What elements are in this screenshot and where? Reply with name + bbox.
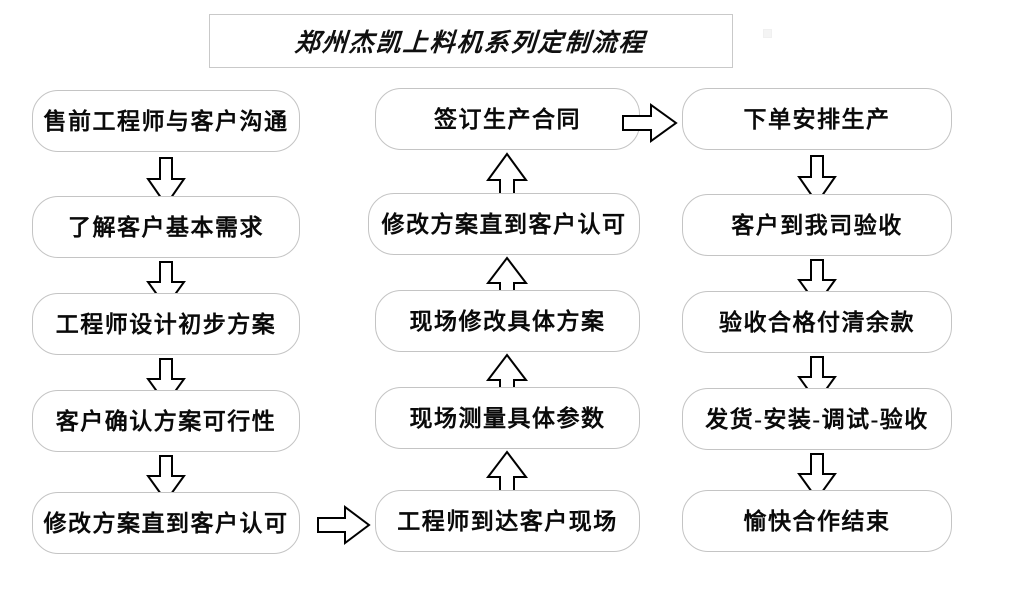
arrow-down-icon [140,455,192,503]
node-ship-install-debug-accept[interactable]: 发货-安装-调试-验收 [682,388,952,450]
node-sign-contract[interactable]: 签订生产合同 [375,88,640,150]
node-label: 客户到我司验收 [731,212,903,238]
node-customer-acceptance-at-factory[interactable]: 客户到我司验收 [682,194,952,256]
node-label: 签订生产合同 [434,106,581,132]
node-label: 客户确认方案可行性 [55,408,277,434]
node-label: 了解客户基本需求 [68,214,264,240]
node-label: 现场测量具体参数 [409,405,606,431]
node-label: 现场修改具体方案 [409,308,606,334]
node-label: 验收合格付清余款 [719,309,915,335]
node-understand-needs[interactable]: 了解客户基本需求 [32,196,300,258]
node-pay-balance[interactable]: 验收合格付清余款 [682,291,952,353]
arrow-down-icon [140,157,192,207]
node-label: 愉快合作结束 [743,508,891,534]
node-revise-until-approved-middle[interactable]: 修改方案直到客户认可 [368,193,640,255]
chart-title-box: 郑州杰凯上料机系列定制流程 [209,14,733,68]
node-label: 发货-安装-调试-验收 [705,406,929,432]
node-label: 修改方案直到客户认可 [381,211,627,237]
node-onsite-revise-plan[interactable]: 现场修改具体方案 [375,290,640,352]
arrow-down-icon [791,155,843,205]
node-place-order-production[interactable]: 下单安排生产 [682,88,952,150]
arrow-right-icon [622,103,680,143]
node-label: 售前工程师与客户沟通 [43,108,289,134]
stray-mark [763,29,772,38]
node-label: 工程师设计初步方案 [55,311,277,337]
node-confirm-feasibility[interactable]: 客户确认方案可行性 [32,390,300,452]
node-label: 下单安排生产 [743,106,891,132]
node-revise-until-approved-left[interactable]: 修改方案直到客户认可 [32,492,300,554]
node-design-initial-plan[interactable]: 工程师设计初步方案 [32,293,300,355]
node-engineer-arrives-onsite[interactable]: 工程师到达客户现场 [375,490,640,552]
arrow-down-icon [791,453,843,501]
node-pre-sales-communication[interactable]: 售前工程师与客户沟通 [32,90,300,152]
node-onsite-measure-params[interactable]: 现场测量具体参数 [375,387,640,449]
node-label: 修改方案直到客户认可 [43,510,289,536]
chart-title: 郑州杰凯上料机系列定制流程 [294,30,648,57]
node-cooperation-complete[interactable]: 愉快合作结束 [682,490,952,552]
node-label: 工程师到达客户现场 [397,508,618,534]
arrow-right-icon [317,505,373,545]
